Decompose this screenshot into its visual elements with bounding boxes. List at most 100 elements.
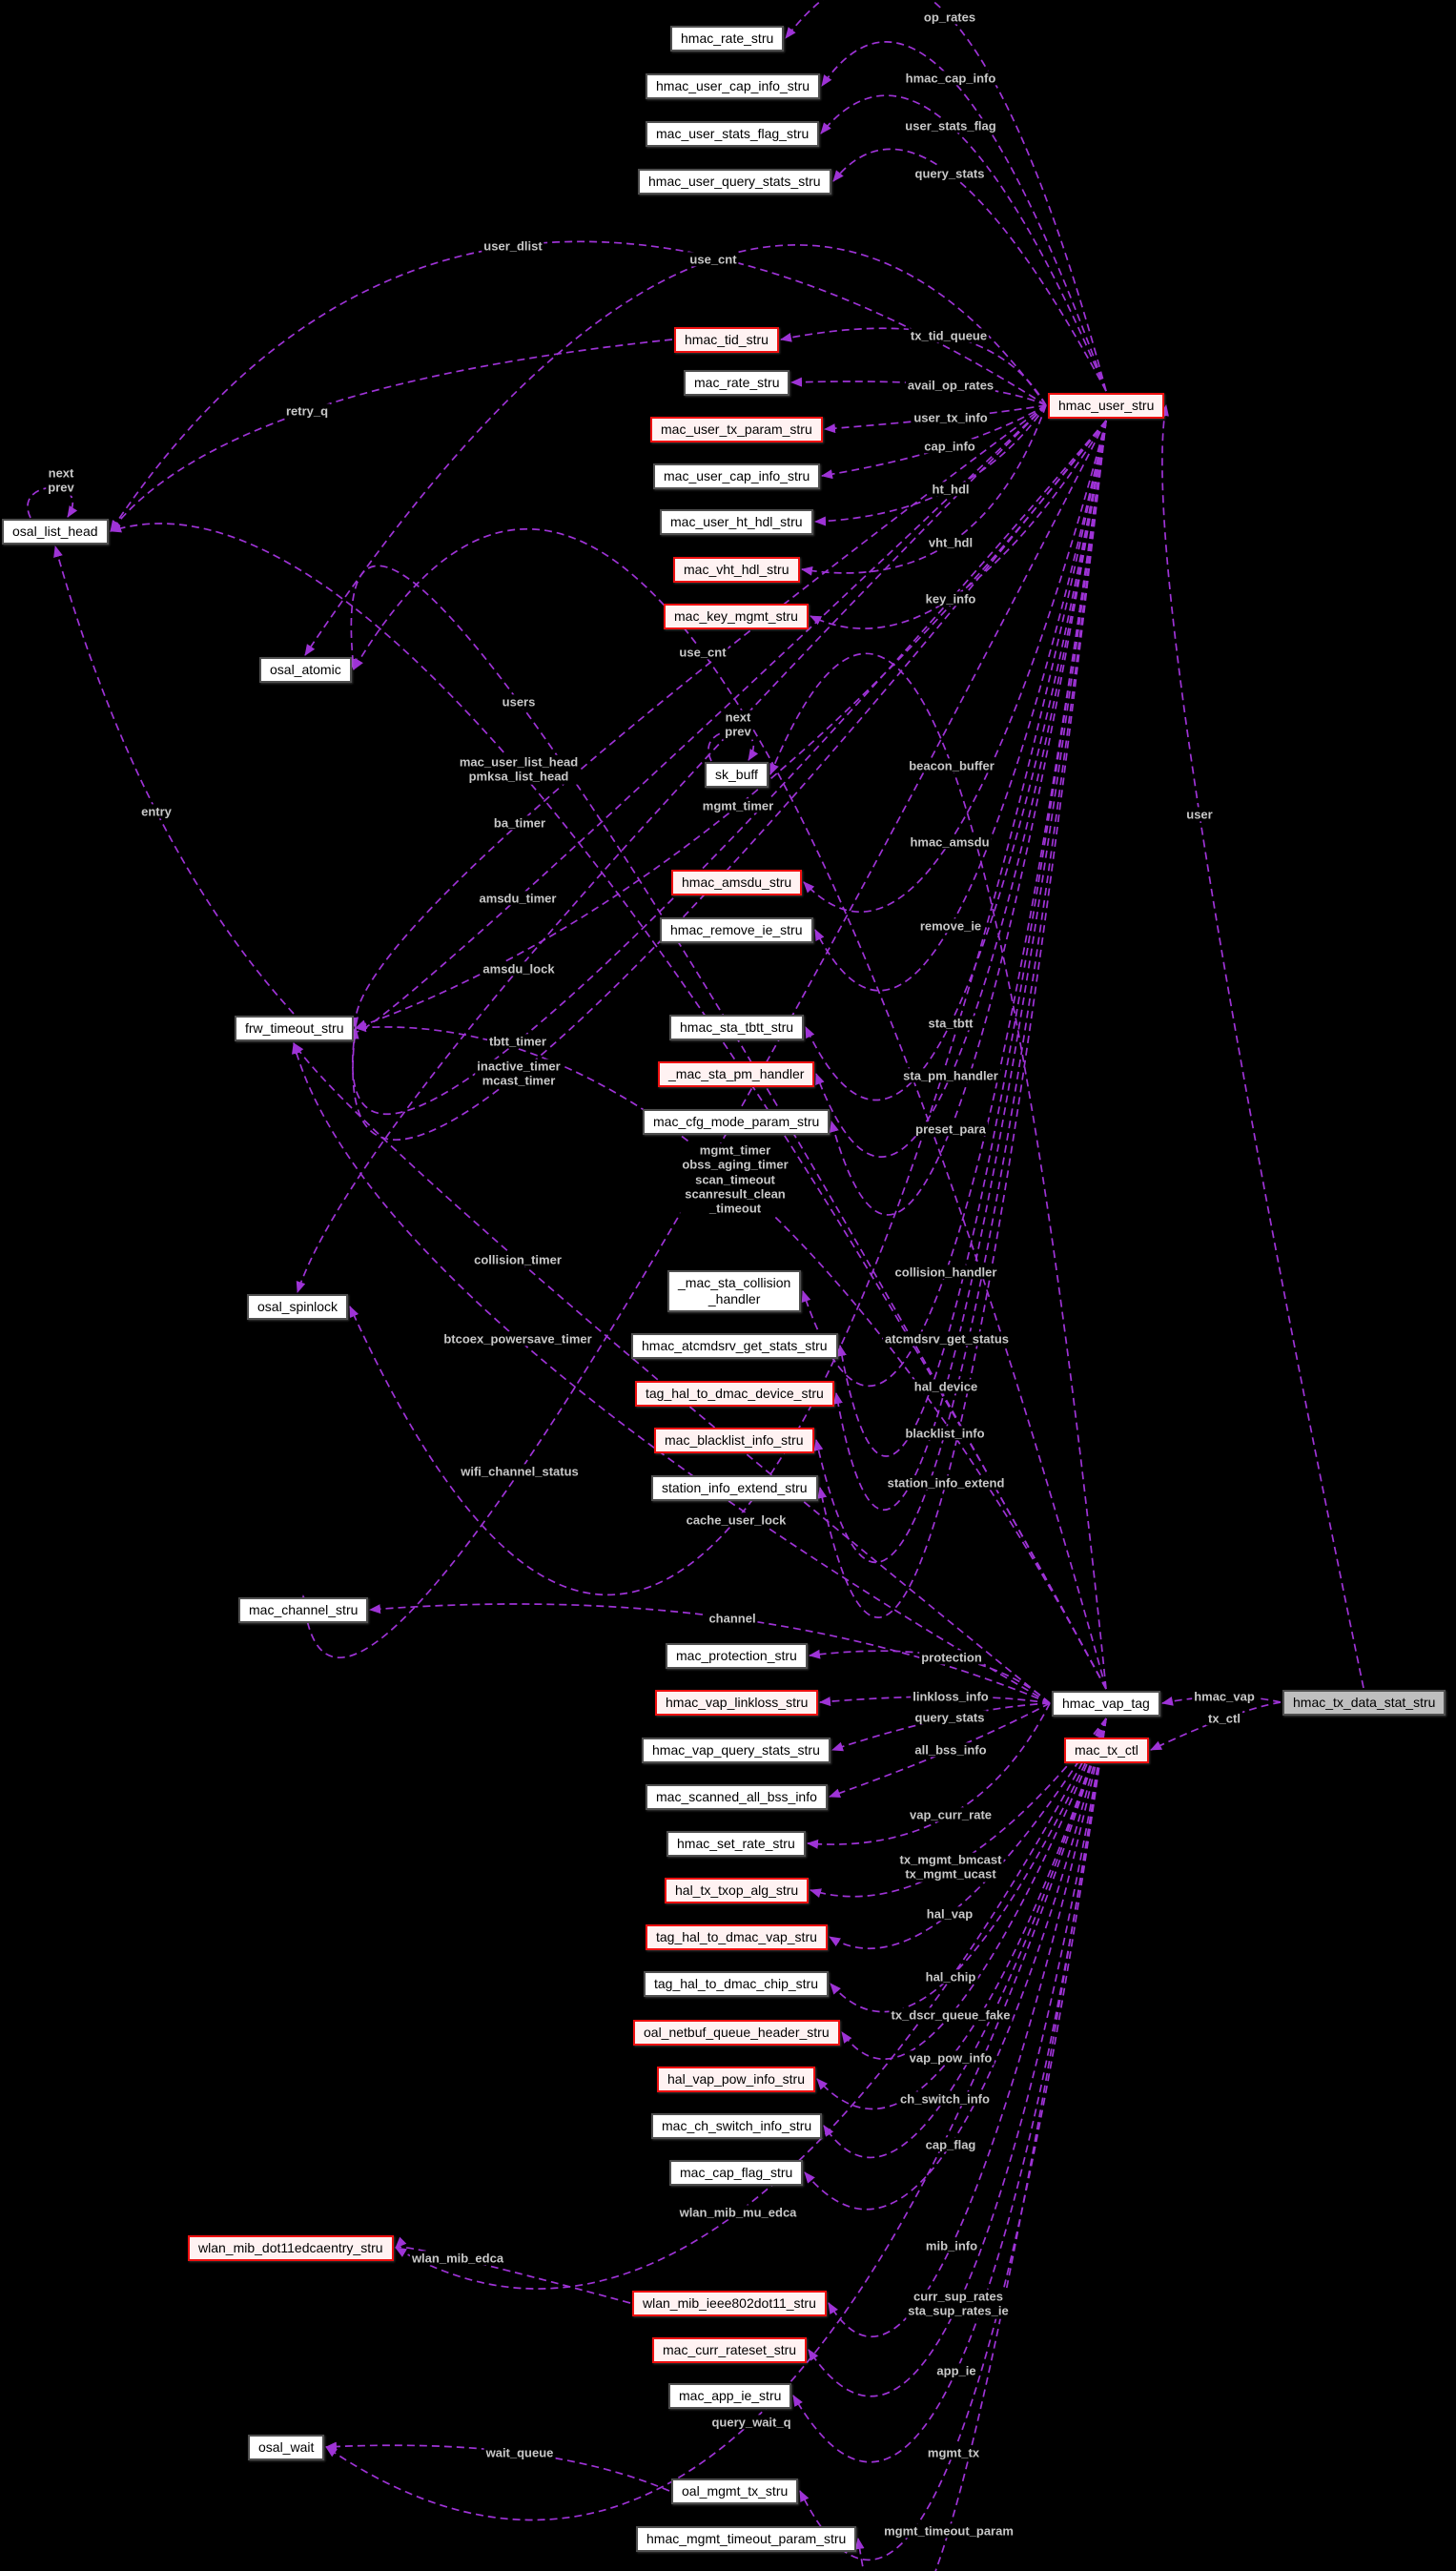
edge-label: vht_hdl — [926, 535, 975, 550]
node-mac_cap_flag_stru[interactable]: mac_cap_flag_stru — [669, 2160, 804, 2186]
edge-label: amsdu_lock — [481, 961, 557, 977]
edge-label: amsdu_timer — [477, 891, 559, 906]
node-hmac_tid_stru[interactable]: hmac_tid_stru — [674, 327, 779, 353]
node-mac_ch_switch_info_stru[interactable]: mac_ch_switch_info_stru — [651, 2113, 823, 2139]
edge-label: inactive_timer mcast_timer — [475, 1059, 563, 1089]
edge-label: mgmt_timeout_param — [882, 2523, 1015, 2539]
node-hmac_vap_query_stats_stru[interactable]: hmac_vap_query_stats_stru — [642, 1738, 831, 1763]
node-hmac_vap_tag[interactable]: hmac_vap_tag — [1052, 1691, 1160, 1717]
edge-label: sta_pm_handler — [901, 1068, 1000, 1083]
edge-label: atcmdsrv_get_status — [882, 1331, 1012, 1347]
edge-label: query_stats — [913, 1710, 987, 1725]
node-tag_hal_to_dmac_vap_stru[interactable]: tag_hal_to_dmac_vap_stru — [646, 1924, 828, 1950]
edge-label: preset_para — [913, 1121, 988, 1137]
node-hmac_set_rate_stru[interactable]: hmac_set_rate_stru — [666, 1831, 806, 1857]
node-frw_timeout_stru[interactable]: frw_timeout_stru — [235, 1016, 355, 1041]
edge-label: hmac_cap_info — [903, 71, 998, 86]
edge-label: cap_info — [922, 439, 977, 454]
node-osal_spinlock[interactable]: osal_spinlock — [247, 1294, 349, 1320]
node-mac_key_mgmt_stru[interactable]: mac_key_mgmt_stru — [664, 604, 809, 629]
node-hmac_tx_data_stat_stru[interactable]: hmac_tx_data_stat_stru — [1282, 1690, 1446, 1716]
edge-label: app_ie — [934, 2363, 978, 2378]
edge-label: use_cnt — [687, 252, 739, 267]
edge-label: wlan_mib_edca — [409, 2251, 506, 2266]
node-hmac_user_stru[interactable]: hmac_user_stru — [1048, 393, 1165, 419]
edge-label: mib_info — [923, 2238, 980, 2253]
edge-label: vap_pow_info — [907, 2050, 995, 2066]
node-hmac_user_query_stats_stru[interactable]: hmac_user_query_stats_stru — [638, 169, 831, 195]
edge-label: ht_hdl — [930, 482, 972, 497]
edge-label: query_stats — [913, 166, 987, 181]
node-mac_scanned_all_bss_info[interactable]: mac_scanned_all_bss_info — [646, 1784, 828, 1810]
node-hmac_sta_tbtt_stru[interactable]: hmac_sta_tbtt_stru — [669, 1015, 805, 1040]
node-hmac_remove_ie_stru[interactable]: hmac_remove_ie_stru — [660, 917, 813, 943]
edge-label: collision_timer — [472, 1252, 564, 1267]
node-mac_user_tx_param_stru[interactable]: mac_user_tx_param_stru — [650, 417, 823, 442]
edge-label: hal_device — [912, 1379, 980, 1394]
edge-label: curr_sup_rates sta_sup_rates_ie — [906, 2289, 1011, 2319]
node-sk_buff[interactable]: sk_buff — [705, 762, 769, 788]
node-_mac_sta_collision_handler[interactable]: _mac_sta_collision _handler — [667, 1270, 802, 1312]
edge-label: hal_vap — [924, 1906, 975, 1922]
edge-label: wlan_mib_mu_edca — [677, 2205, 799, 2220]
node-hmac_vap_linkloss_stru[interactable]: hmac_vap_linkloss_stru — [655, 1690, 819, 1716]
edge-label: use_cnt — [677, 645, 728, 660]
edge-label: entry — [139, 804, 174, 819]
edge-label: beacon_buffer — [907, 758, 996, 773]
node-mac_rate_stru[interactable]: mac_rate_stru — [684, 370, 790, 396]
edge-label: btcoex_powersave_timer — [441, 1331, 594, 1347]
node-oal_mgmt_tx_stru[interactable]: oal_mgmt_tx_stru — [671, 2478, 799, 2504]
edge-label: wait_queue — [483, 2445, 556, 2460]
node-mac_app_ie_stru[interactable]: mac_app_ie_stru — [668, 2383, 792, 2409]
edge-label: cap_flag — [923, 2137, 978, 2152]
node-mac_channel_stru[interactable]: mac_channel_stru — [238, 1597, 369, 1623]
edge-label: ba_timer — [491, 815, 548, 831]
node-mac_cfg_mode_param_stru[interactable]: mac_cfg_mode_param_stru — [643, 1109, 831, 1135]
node-oal_netbuf_queue_header_stru[interactable]: oal_netbuf_queue_header_stru — [633, 2020, 840, 2046]
edge-label: user — [1184, 807, 1215, 822]
edge-label: retry_q — [283, 403, 331, 419]
node-osal_wait[interactable]: osal_wait — [248, 2435, 325, 2460]
edge-label: vap_curr_rate — [908, 1807, 994, 1822]
edge-label: mgmt_timer obss_aging_timer scan_timeout… — [680, 1142, 790, 1217]
node-station_info_extend_stru[interactable]: station_info_extend_stru — [651, 1475, 818, 1501]
node-mac_curr_rateset_stru[interactable]: mac_curr_rateset_stru — [652, 2337, 808, 2363]
node-hmac_user_cap_info_stru[interactable]: hmac_user_cap_info_stru — [646, 73, 821, 99]
node-hal_tx_txop_alg_stru[interactable]: hal_tx_txop_alg_stru — [665, 1878, 810, 1903]
edge-label: hmac_amsdu — [908, 834, 992, 850]
node-osal_list_head[interactable]: osal_list_head — [2, 519, 109, 545]
edge-label: mgmt_timer — [700, 798, 776, 813]
edge-label: users — [500, 694, 538, 710]
node-mac_protection_stru[interactable]: mac_protection_stru — [666, 1643, 808, 1669]
edge-label: all_bss_info — [913, 1742, 989, 1758]
edge-label: tbtt_timer — [487, 1034, 548, 1049]
node-mac_tx_ctl[interactable]: mac_tx_ctl — [1064, 1738, 1149, 1763]
edge-label: user_tx_info — [912, 410, 990, 425]
node-wlan_mib_ieee802dot11_stru[interactable]: wlan_mib_ieee802dot11_stru — [632, 2291, 827, 2316]
node-hmac_atcmdsrv_get_stats_stru[interactable]: hmac_atcmdsrv_get_stats_stru — [631, 1333, 838, 1359]
edge-label: mac_user_list_head pmksa_list_head — [457, 754, 581, 785]
node-hmac_mgmt_timeout_param_stru[interactable]: hmac_mgmt_timeout_param_stru — [636, 2526, 857, 2552]
node-_mac_sta_pm_handler[interactable]: _mac_sta_pm_handler — [658, 1061, 815, 1087]
edge-label: hmac_vap — [1192, 1689, 1257, 1704]
edge-label: tx_ctl — [1206, 1711, 1242, 1726]
edge-label: tx_dscr_queue_fake — [889, 2007, 1013, 2023]
node-hmac_amsdu_stru[interactable]: hmac_amsdu_stru — [671, 870, 803, 895]
edge-label: wifi_channel_status — [459, 1464, 581, 1479]
node-hal_vap_pow_info_stru[interactable]: hal_vap_pow_info_stru — [657, 2067, 815, 2092]
edge-label: sta_tbtt — [926, 1016, 975, 1031]
node-tag_hal_to_dmac_device_stru[interactable]: tag_hal_to_dmac_device_stru — [635, 1381, 834, 1407]
node-mac_user_ht_hdl_stru[interactable]: mac_user_ht_hdl_stru — [660, 509, 813, 535]
node-mac_user_stats_flag_stru[interactable]: mac_user_stats_flag_stru — [646, 121, 820, 147]
node-mac_user_cap_info_stru[interactable]: mac_user_cap_info_stru — [653, 463, 821, 489]
edge-label: remove_ie — [917, 918, 984, 934]
edge-label: op_rates — [921, 10, 978, 25]
node-wlan_mib_dot11edcaentry_stru[interactable]: wlan_mib_dot11edcaentry_stru — [188, 2235, 394, 2261]
node-mac_vht_hdl_stru[interactable]: mac_vht_hdl_stru — [673, 557, 800, 583]
edge-label: key_info — [923, 591, 978, 607]
node-hmac_rate_stru[interactable]: hmac_rate_stru — [670, 26, 785, 51]
node-osal_atomic[interactable]: osal_atomic — [259, 657, 352, 683]
node-mac_blacklist_info_stru[interactable]: mac_blacklist_info_stru — [654, 1428, 814, 1453]
edge-label: next prev — [46, 465, 76, 496]
node-tag_hal_to_dmac_chip_stru[interactable]: tag_hal_to_dmac_chip_stru — [644, 1971, 830, 1997]
